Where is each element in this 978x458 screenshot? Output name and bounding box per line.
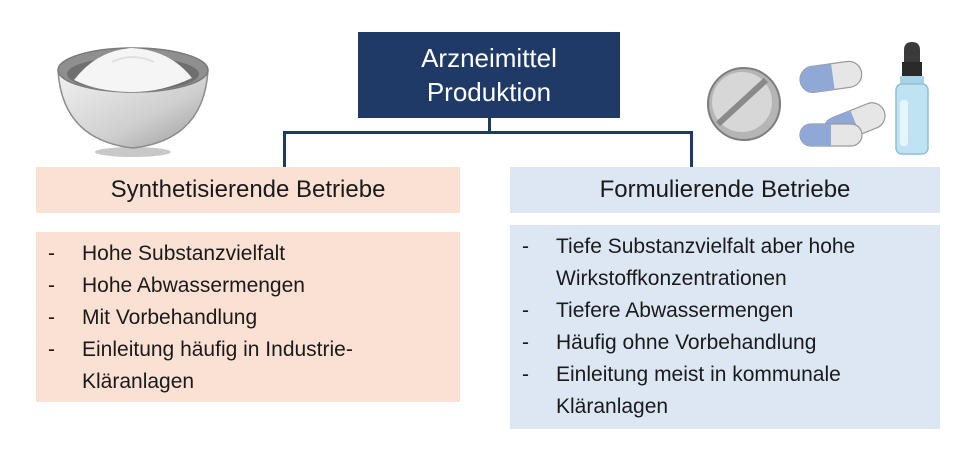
list-item-text: Mit Vorbehandlung [82,306,258,329]
bullet-dash: - [48,242,55,265]
list-item: - Tiefere Abwassermengen [522,295,930,327]
category-title-left: Synthetisierende Betriebe [110,176,386,203]
list-item: - Einleitung häufig in Industrie-Kläranla… [48,334,450,398]
left-feature-list: - Hohe Substanzvielfalt - Hohe Abwassermen… [36,232,460,402]
bowl-of-powder-icon [52,40,214,158]
bullet-dash: - [522,363,529,386]
bullet-dash: - [48,274,55,297]
category-synthetisierende: Synthetisierende Betriebe [36,167,460,213]
list-item-text: Häufig ohne Vorbehandlung [556,331,817,354]
right-feature-list: - Tiefe Substanzvielfalt aber hohe Wirkst… [510,225,940,429]
list-item: - Hohe Abwassermengen [48,270,450,302]
root-title-line2: Produktion [426,77,552,107]
list-item-text: Tiefere Abwassermengen [556,299,794,322]
list-item-text: Einleitung häufig in Industrie-Kläranlag… [82,338,353,393]
bullet-dash: - [48,338,55,361]
bullet-dash: - [522,331,529,354]
list-item-text: Einleitung meist in kommunale Kläranlage… [556,363,841,418]
list-item: - Einleitung meist in kommunale Kläranlag… [522,359,930,423]
connector-vertical-right [690,131,693,167]
bullet-dash: - [522,299,529,322]
root-node-box: Arzneimittel Produktion [358,32,620,118]
tablet-capsules-dropper-bottle-icon [702,40,948,158]
connector-horizontal [283,131,693,134]
list-item: - Hohe Substanzvielfalt [48,238,450,270]
category-title-right: Formulierende Betriebe [599,176,851,203]
list-item: - Mit Vorbehandlung [48,302,450,334]
list-item-text: Tiefe Substanzvielfalt aber hohe Wirksto… [556,235,856,290]
list-item: - Tiefe Substanzvielfalt aber hohe Wirkst… [522,231,930,295]
bullet-dash: - [48,306,55,329]
list-item-text: Hohe Substanzvielfalt [82,242,286,265]
connector-vertical-left [283,131,286,167]
root-title-line1: Arzneimittel [421,43,557,73]
connector-vertical-root [488,118,491,134]
category-formulierende: Formulierende Betriebe [510,167,940,213]
list-item: - Häufig ohne Vorbehandlung [522,327,930,359]
list-item-text: Hohe Abwassermengen [82,274,305,297]
bullet-dash: - [522,235,529,258]
